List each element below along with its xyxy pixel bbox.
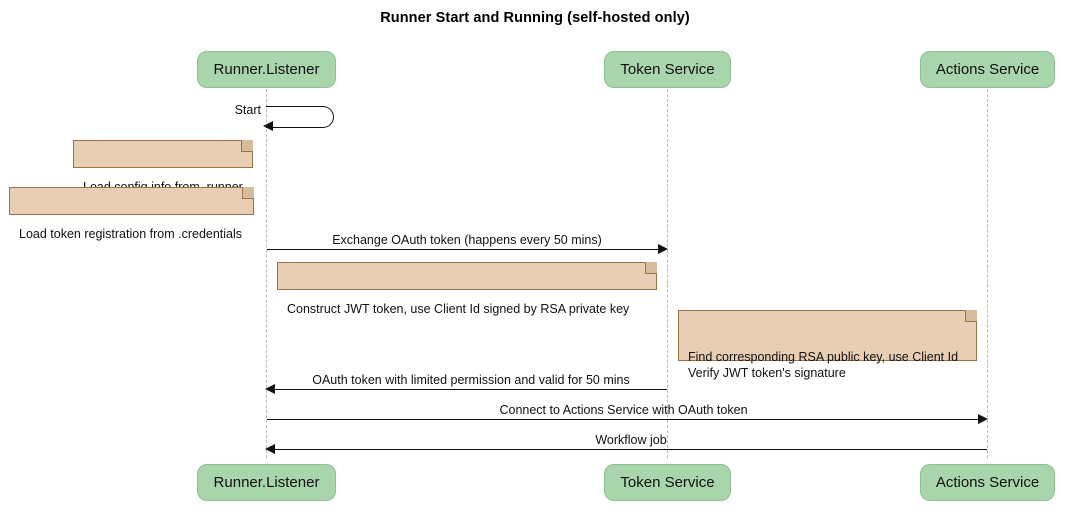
participant-runner-top[interactable]: Runner.Listener [197, 51, 336, 88]
message-arrowhead-workflow-job [265, 444, 275, 454]
message-line-connect-actions-service [267, 419, 980, 420]
message-arrowhead-connect-actions-service [978, 414, 988, 424]
message-label-oauth-token-return: OAuth token with limited permission and … [312, 373, 630, 387]
message-label-start: Start [234, 103, 261, 117]
participant-label: Actions Service [935, 474, 1040, 491]
message-selfloop-start [266, 106, 334, 128]
message-label-connect-actions-service: Connect to Actions Service with OAuth to… [499, 403, 748, 417]
note-load-config: Load config info from .runner [73, 140, 253, 194]
note-fold-icon [645, 262, 657, 274]
message-line-oauth-token-return [275, 389, 667, 390]
note-fold-icon [242, 187, 254, 199]
participant-label: Token Service [620, 474, 715, 491]
participant-token-bottom[interactable]: Token Service [604, 464, 731, 501]
participant-label: Runner.Listener [213, 474, 320, 491]
lifeline-actions [987, 89, 988, 458]
note-load-token-registration: Load token registration from .credential… [9, 187, 254, 241]
message-line-workflow-job [275, 449, 987, 450]
message-label-exchange-oauth-token: Exchange OAuth token (happens every 50 m… [332, 233, 602, 247]
note-construct-jwt-token: Construct JWT token, use Client Id signe… [277, 262, 657, 316]
page-title: Runner Start and Running (self-hosted on… [380, 10, 690, 26]
note-text: Construct JWT token, use Client Id signe… [287, 302, 630, 316]
note-fold-icon [241, 140, 253, 152]
participant-actions-bottom[interactable]: Actions Service [920, 464, 1055, 501]
participant-label: Token Service [620, 61, 715, 78]
lifeline-token [667, 89, 668, 458]
message-line-exchange-oauth-token [267, 249, 660, 250]
lifeline-runner [266, 89, 267, 458]
note-text: Load token registration from .credential… [19, 227, 243, 241]
participant-runner-bottom[interactable]: Runner.Listener [197, 464, 336, 501]
participant-label: Actions Service [935, 61, 1040, 78]
message-arrowhead-exchange-oauth-token [658, 244, 668, 254]
note-text: Find corresponding RSA public key, use C… [688, 350, 959, 380]
message-arrowhead-start [263, 121, 273, 131]
participant-token-top[interactable]: Token Service [604, 51, 731, 88]
participant-label: Runner.Listener [213, 61, 320, 78]
participant-actions-top[interactable]: Actions Service [920, 51, 1055, 88]
note-verify-jwt-signature: Find corresponding RSA public key, use C… [678, 310, 977, 380]
message-arrowhead-oauth-token-return [265, 384, 275, 394]
message-label-workflow-job: Workflow job [595, 433, 667, 447]
note-fold-icon [965, 310, 977, 322]
